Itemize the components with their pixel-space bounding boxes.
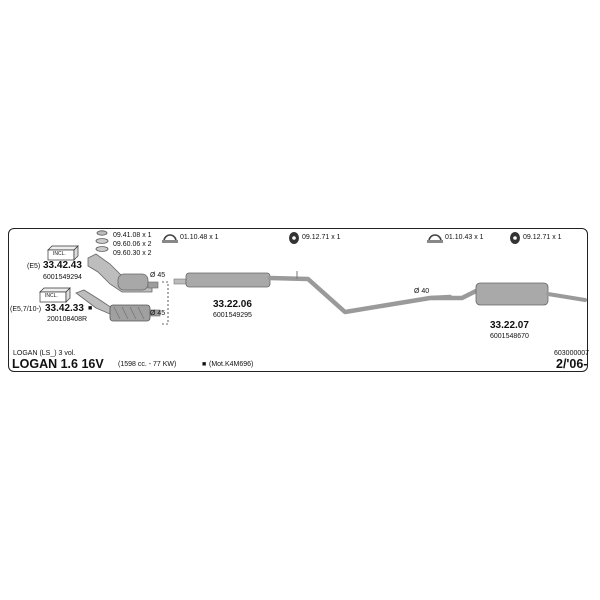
kit-line-2: 09.60.06 x 2: [113, 241, 152, 248]
incl-box-icon: [47, 245, 79, 261]
clamp-icon: [162, 234, 178, 243]
clamp-icon: [427, 234, 443, 243]
hanger-a-label: 09.12.71 x 1: [302, 234, 341, 241]
date-from: 2/'06-: [556, 357, 588, 371]
hanger-b-label: 09.12.71 x 1: [523, 234, 562, 241]
rear-code: 33.22.07: [490, 320, 529, 331]
engine-spec: (1598 cc. - 77 KW): [118, 361, 177, 368]
diagram-frame: [8, 228, 588, 372]
catalytic-converter-e5710: [75, 289, 161, 322]
vehicle-model-title: LOGAN 1.6 16V: [12, 357, 104, 371]
motor-marker: ■: [202, 361, 207, 368]
cat-e5-diameter: Ø 45: [150, 272, 166, 279]
cat-e5710-diameter: Ø 45: [150, 310, 166, 317]
cat-e5-oem: 6001549294: [43, 274, 82, 281]
cat-e5710-marker: ■: [88, 305, 93, 312]
vehicle-model-small: LOGAN (LS_) 3 vol.: [13, 350, 76, 357]
middle-oem: 6001549295: [213, 312, 252, 319]
kit-line-3: 09.60.30 x 2: [113, 250, 152, 257]
rubber-hanger-icon: [510, 232, 520, 244]
rear-oem: 6001548670: [490, 333, 529, 340]
cat-e5-norm: (E5): [27, 263, 41, 270]
cat-e5710-oem: 200108408R: [47, 316, 88, 323]
incl-label: INCL.: [45, 293, 58, 299]
kit-line-1: 09.41.08 x 1: [113, 232, 152, 239]
dashed-connection-line: [162, 281, 169, 325]
cat-e5710-norm: (E5,7/10-): [10, 306, 42, 313]
catalytic-converter-e5: [87, 253, 159, 293]
cat-e5-code: 33.42.43: [43, 260, 82, 271]
clamp-b-label: 01.10.43 x 1: [445, 234, 484, 241]
incl-label: INCL.: [53, 251, 66, 257]
drawing-number: 603000007: [554, 350, 590, 357]
motor-code: (Mot.K4M696): [209, 361, 254, 368]
cat-e5710-code: 33.42.33: [45, 303, 84, 314]
rubber-hanger-icon: [289, 232, 299, 244]
middle-code: 33.22.06: [213, 299, 252, 310]
gasket-ring-icon: [95, 230, 109, 252]
rear-silencer: [429, 282, 587, 306]
pipe-diameter: Ø 40: [414, 288, 430, 295]
incl-box-icon: [39, 287, 71, 303]
clamp-a-label: 01.10.48 x 1: [180, 234, 219, 241]
